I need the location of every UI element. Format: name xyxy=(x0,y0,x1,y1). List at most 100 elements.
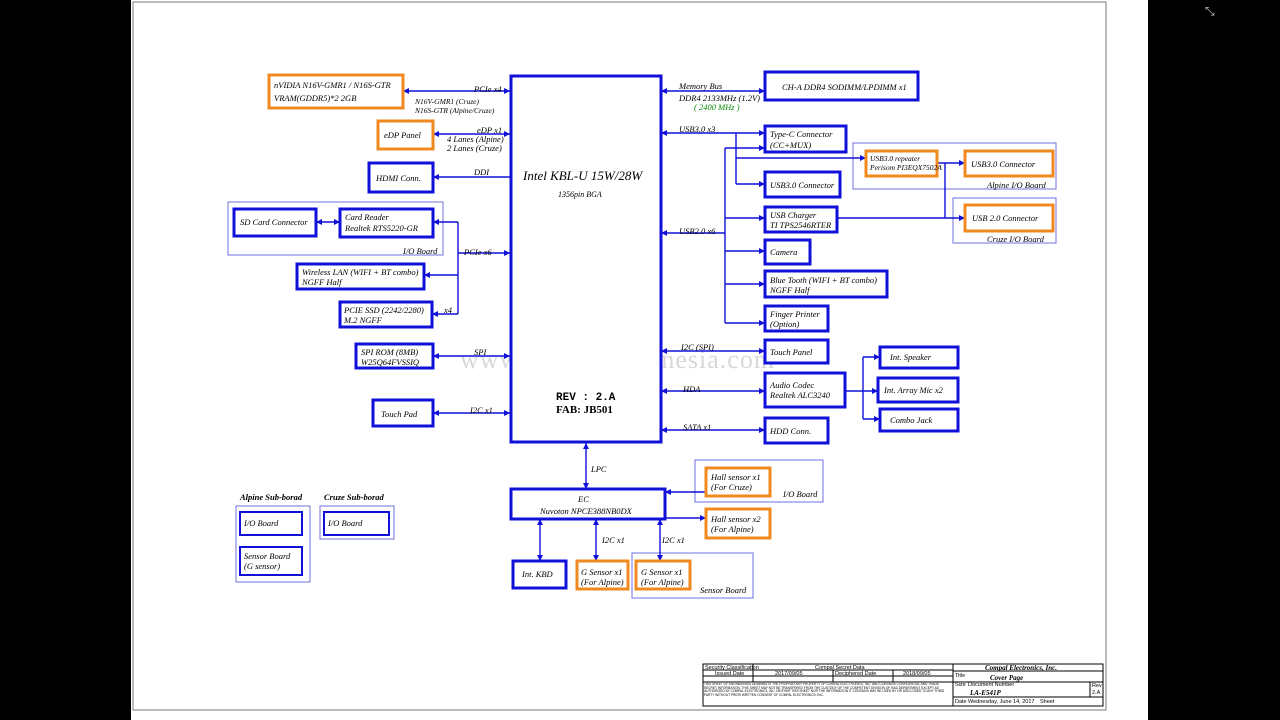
block-label: USB3.0 Connector xyxy=(770,180,835,190)
tb-deciphered-date: 2018/09/05 xyxy=(903,671,931,677)
label-cruze-sub: Cruze Sub-borad xyxy=(324,492,385,502)
block-label: I/O Board xyxy=(243,518,279,528)
tb-date: Wednesday, June 14, 2017 xyxy=(968,699,1034,705)
cpu-block: Intel KBL-U 15W/28W 1356pin BGA REV : 2.… xyxy=(509,74,663,444)
block-label: W25Q64FVSSIQ xyxy=(361,357,419,367)
label-cruze-io-board: Cruze I/O Board xyxy=(987,234,1045,244)
block-label: Type-C Connector xyxy=(770,129,833,139)
block-label: (For Alpine) xyxy=(711,524,754,534)
block-label: G Sensor x1 xyxy=(581,567,623,577)
label-ddr4: DDR4 2133MHz (1.2V) xyxy=(678,93,760,103)
mic-block: Int. Array Mic x2 xyxy=(876,376,960,404)
block-label: Touch Pad xyxy=(381,409,418,419)
touchpad-block: Touch Pad xyxy=(371,398,435,428)
block-label: Nuvoton NPCE388NB0DX xyxy=(539,506,633,516)
card-reader-block: Card Reader Realtek RTS5220-GR xyxy=(338,207,435,239)
collapse-icon[interactable]: ⤡ xyxy=(1205,4,1215,18)
tb-issued-label: Issued Date xyxy=(715,671,744,677)
edp-panel-block: eDP Panel xyxy=(376,119,435,151)
bluetooth-block: Blue Tooth (WIFI + BT combo) NGFF Half xyxy=(763,269,889,299)
label-ddi: DDI xyxy=(473,167,490,177)
block-label: Card Reader xyxy=(345,212,390,222)
tb-security: Security Classification xyxy=(705,665,759,671)
wlan-block: Wireless LAN (WIFI + BT combo) NGFF Half xyxy=(295,262,426,291)
block-label: Int. Array Mic x2 xyxy=(883,385,944,395)
block-label: Audio Codec xyxy=(769,380,814,390)
speaker-block: Int. Speaker xyxy=(878,345,960,370)
cpu-name: Intel KBL-U 15W/28W xyxy=(522,168,643,183)
g-sensor-block-2: G Sensor x1 (For Alpine) xyxy=(634,559,692,591)
keyboard-block: Int. KBD xyxy=(511,559,568,590)
tb-deciphered-label: Deciphered Date xyxy=(835,671,876,677)
label-gpu-note1: N16V-GMR1 (Cruze) xyxy=(414,97,479,106)
label-usb20-x6: USB2.0 x6 xyxy=(679,226,716,236)
block-label: TI TPS2546RTER xyxy=(770,220,832,230)
tb-sheet-label: Sheet xyxy=(1040,699,1055,705)
usb30-alpine-block: USB3.0 Connector xyxy=(963,149,1055,178)
tb-secret: Compal Secret Data xyxy=(815,665,865,671)
hall-sensor-block-2: Hall sensor x2 (For Alpine) xyxy=(704,507,772,540)
cpu-rev: REV : 2.A xyxy=(556,392,616,404)
block-label: Hall sensor x1 xyxy=(710,472,761,482)
label-ddr4-speed: ( 2400 MHz ) xyxy=(694,102,740,112)
label-lanes-alpine: 4 Lanes (Alpine) xyxy=(447,134,504,144)
label-pcie-x6: PCIe x6 xyxy=(463,247,492,257)
touch-panel-block: Touch Panel xyxy=(763,338,830,365)
block-label: VRAM(GDDR5)*2 2GB xyxy=(274,93,356,103)
label-edp-x1: eDP x1 xyxy=(477,125,502,135)
block-label: Hall sensor x2 xyxy=(710,514,761,524)
block-label: HDMI Conn. xyxy=(375,173,421,183)
block-label: (CC+MUX) xyxy=(770,140,811,150)
tb-notice: THIS SHEET OF ENGINEERING DRAWING IS THE… xyxy=(704,683,944,697)
camera-block: Camera xyxy=(763,238,812,266)
block-label: Perisom PI3EQX7502A xyxy=(869,163,942,172)
label-x4: x4 xyxy=(443,305,453,315)
tb-date-label: Date xyxy=(955,699,967,705)
block-label: Finger Printer xyxy=(769,309,821,319)
block-label: Wireless LAN (WIFI + BT combo) xyxy=(302,267,419,277)
label-io-board: I/O Board xyxy=(402,246,438,256)
tb-size-label: Size xyxy=(955,682,966,688)
cpu-package: 1356pin BGA xyxy=(558,190,602,199)
block-label: Sensor Board xyxy=(244,551,291,561)
tb-title-label: Title xyxy=(955,673,965,679)
io-board-frame xyxy=(227,201,444,256)
block-label: I/O Board xyxy=(327,518,363,528)
audio-codec-block: Audio Codec Realtek ALC3240 xyxy=(763,371,847,409)
block-label: SPI ROM (8MB) xyxy=(361,347,418,357)
g-sensor-block-1: G Sensor x1 (For Alpine) xyxy=(575,559,630,591)
sensor-board-frame xyxy=(631,552,754,599)
usb-charger-block: USB Charger TI TPS2546RTER xyxy=(763,205,839,234)
ec-block: EC Nuvoton NPCE388NB0DX xyxy=(509,487,667,521)
block-label: Realtek ALC3240 xyxy=(769,390,831,400)
tb-doc-label: Document Number xyxy=(968,682,1014,688)
tb-doc: LA-E541P xyxy=(969,689,1001,697)
label-usb30-x3: USB3.0 x3 xyxy=(679,124,715,134)
label-hall-io-board: I/O Board xyxy=(782,489,818,499)
block-label: PCIE SSD (2242/2280) xyxy=(343,305,424,315)
ssd-block: PCIE SSD (2242/2280) M.2 NGFF xyxy=(338,300,434,329)
label-i2c-x1: I2C x1 xyxy=(469,405,493,415)
label-memory-bus: Memory Bus xyxy=(678,81,723,91)
block-label: USB3.0 Connector xyxy=(971,159,1036,169)
block-label: (For Alpine) xyxy=(641,577,684,587)
label-ec-i2c2: I2C x1 xyxy=(661,535,685,545)
tb-title: Cover Page xyxy=(990,674,1023,682)
label-lanes-cruze: 2 Lanes (Cruze) xyxy=(447,143,502,153)
label-sata-x1: SATA x1 xyxy=(683,422,711,432)
label-ec-i2c1: I2C x1 xyxy=(601,535,625,545)
hall-io-frame xyxy=(694,459,824,503)
block-label: USB3.0 repeater xyxy=(870,154,920,163)
sd-card-block: SD Card Connector xyxy=(232,207,318,238)
label-sensor-board: Sensor Board xyxy=(700,585,747,595)
block-label: (For Alpine) xyxy=(581,577,624,587)
schematic-sheet: www.teknisi-indonesia.com xyxy=(131,0,1148,720)
block-label: Touch Panel xyxy=(770,347,813,357)
label-lpc: LPC xyxy=(590,464,607,474)
hdmi-block: HDMI Conn. xyxy=(367,161,435,194)
block-label: (G sensor) xyxy=(244,561,280,571)
gpu-block: nVIDIA N16V-GMR1 / N16S-GTR VRAM(GDDR5)*… xyxy=(267,73,405,110)
wires xyxy=(316,90,965,561)
label-alpine-sub: Alpine Sub-borad xyxy=(239,492,303,502)
label-spi: SPI xyxy=(474,347,487,357)
